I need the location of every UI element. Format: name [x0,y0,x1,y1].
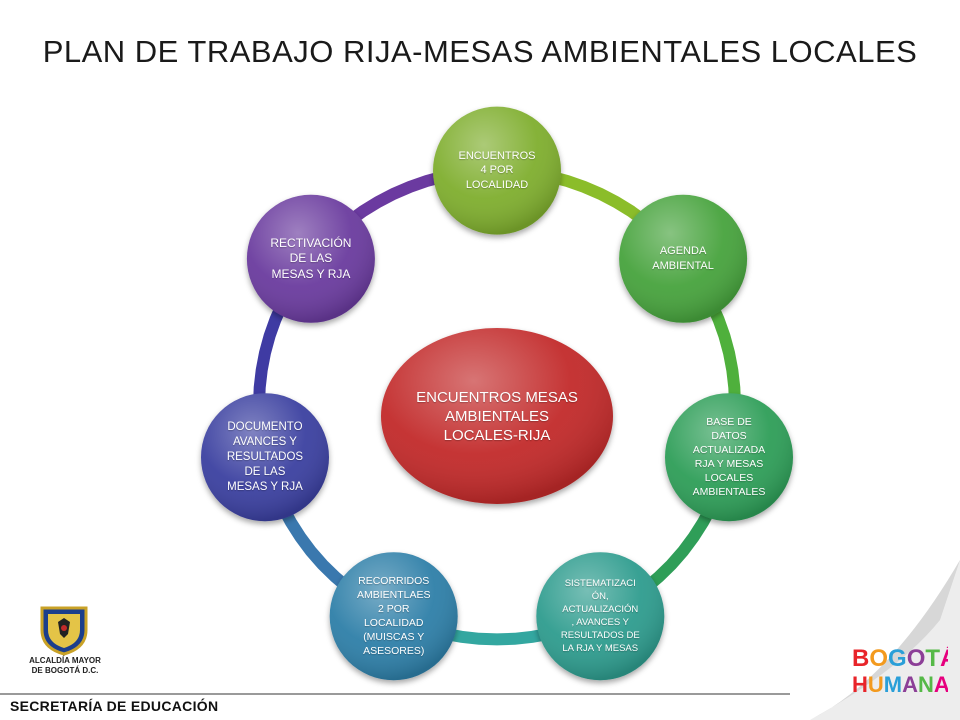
bogota-humana-logo: BOGOTÁ HUMANA [852,644,948,697]
cycle-node-label: RECTIVACIÓN DE LAS MESAS Y RJA [270,235,352,281]
coat-of-arms-icon [40,606,88,656]
cycle-node-label: RECORRIDOS AMBIENTLAES 2 POR LOCALIDAD (… [356,575,431,658]
cycle-node-label: SISTEMATIZACI ÓN, ACTUALIZACIÓN , AVANCE… [560,578,640,655]
cycle-node-gloss [246,194,375,323]
municipality-label: ALCALDÍA MAYOR DE BOGOTÁ D.C. [29,656,101,675]
cycle-node-gloss [433,106,561,235]
cycle-nodes [201,106,793,681]
center-gloss [381,328,613,504]
cycle-node-gloss [665,393,793,522]
page-title: PLAN DE TRABAJO RIJA-MESAS AMBIENTALES L… [42,34,918,69]
cycle-node-gloss [619,194,748,323]
cycle-node-label: ENCUENTROS 4 POR LOCALIDAD [458,149,536,191]
cycle-node-label: BASE DE DATOS ACTUALIZADA RJA Y MESAS LO… [692,416,766,499]
page-curl-decoration [810,560,960,720]
brand-bottom-text: HUMANA [852,672,948,697]
cycle-node-label: DOCUMENTO AVANCES Y RESULTADOS DE LAS ME… [226,420,304,493]
cycle-node-gloss [201,393,329,522]
cycle-node-gloss [329,552,458,681]
department-label: SECRETARÍA DE EDUCACIÓN [10,698,219,714]
footer-divider [0,693,790,695]
brand-top-text: BOGOTÁ [852,644,948,672]
center-label: ENCUENTROS MESAS AMBIENTALES LOCALES-RIJ… [416,388,578,444]
center-node [381,328,613,504]
cycle-node-gloss [536,552,665,681]
cycle-node-label: AGENDA AMBIENTAL [652,245,714,272]
